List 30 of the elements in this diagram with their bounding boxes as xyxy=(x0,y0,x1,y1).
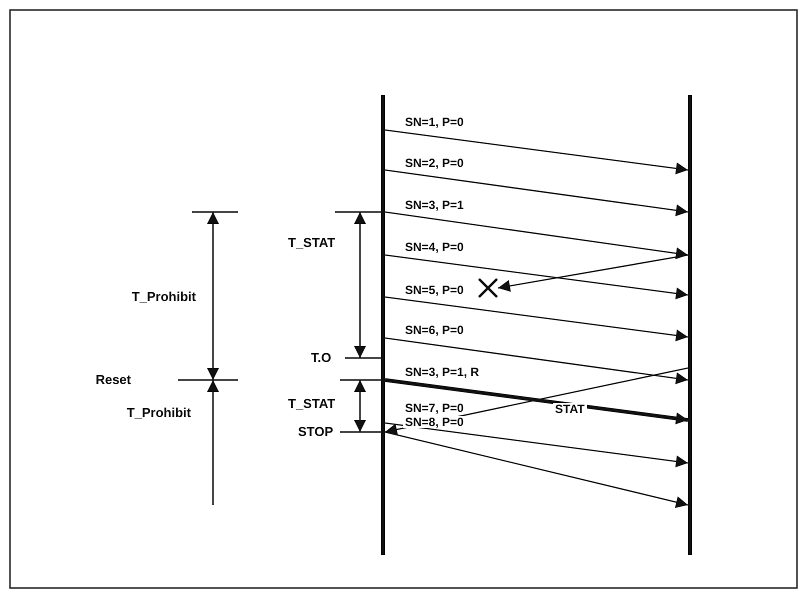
message-label: SN=3, P=1, R xyxy=(403,366,482,378)
message-arrow xyxy=(384,431,688,508)
timer-label: T_STAT xyxy=(288,236,336,250)
message-label: SN=1, P=0 xyxy=(403,116,466,128)
event-label: STOP xyxy=(298,425,334,439)
message-arrow xyxy=(384,337,688,384)
message-arrow xyxy=(384,211,688,260)
message-label: SN=7, P=0 xyxy=(403,402,466,414)
event-label: T.O xyxy=(311,351,332,365)
message-arrow xyxy=(384,254,688,300)
lost-message-cross-icon xyxy=(478,278,498,298)
timer-label: T_STAT xyxy=(288,397,336,411)
timer-label: T_Prohibit xyxy=(132,290,196,304)
lifeline-bar xyxy=(381,95,385,555)
message-arrow xyxy=(384,169,688,216)
message-label: SN=5, P=0 xyxy=(403,284,466,296)
message-arrow xyxy=(384,129,688,174)
message-arrow xyxy=(384,378,688,424)
message-arrow xyxy=(498,254,688,292)
lifeline-bar xyxy=(688,95,692,555)
message-label: SN=4, P=0 xyxy=(403,241,466,253)
event-label: Reset xyxy=(96,373,131,387)
message-label: SN=3, P=1 xyxy=(403,199,466,211)
message-label: SN=8, P=0 xyxy=(403,416,466,428)
message-label: SN=2, P=0 xyxy=(403,157,466,169)
timer-label: T_Prohibit xyxy=(126,406,191,420)
message-label: SN=6, P=0 xyxy=(403,324,466,336)
message-label: STAT xyxy=(553,403,587,415)
message-arrow xyxy=(384,296,688,342)
message-arrow xyxy=(384,422,688,468)
